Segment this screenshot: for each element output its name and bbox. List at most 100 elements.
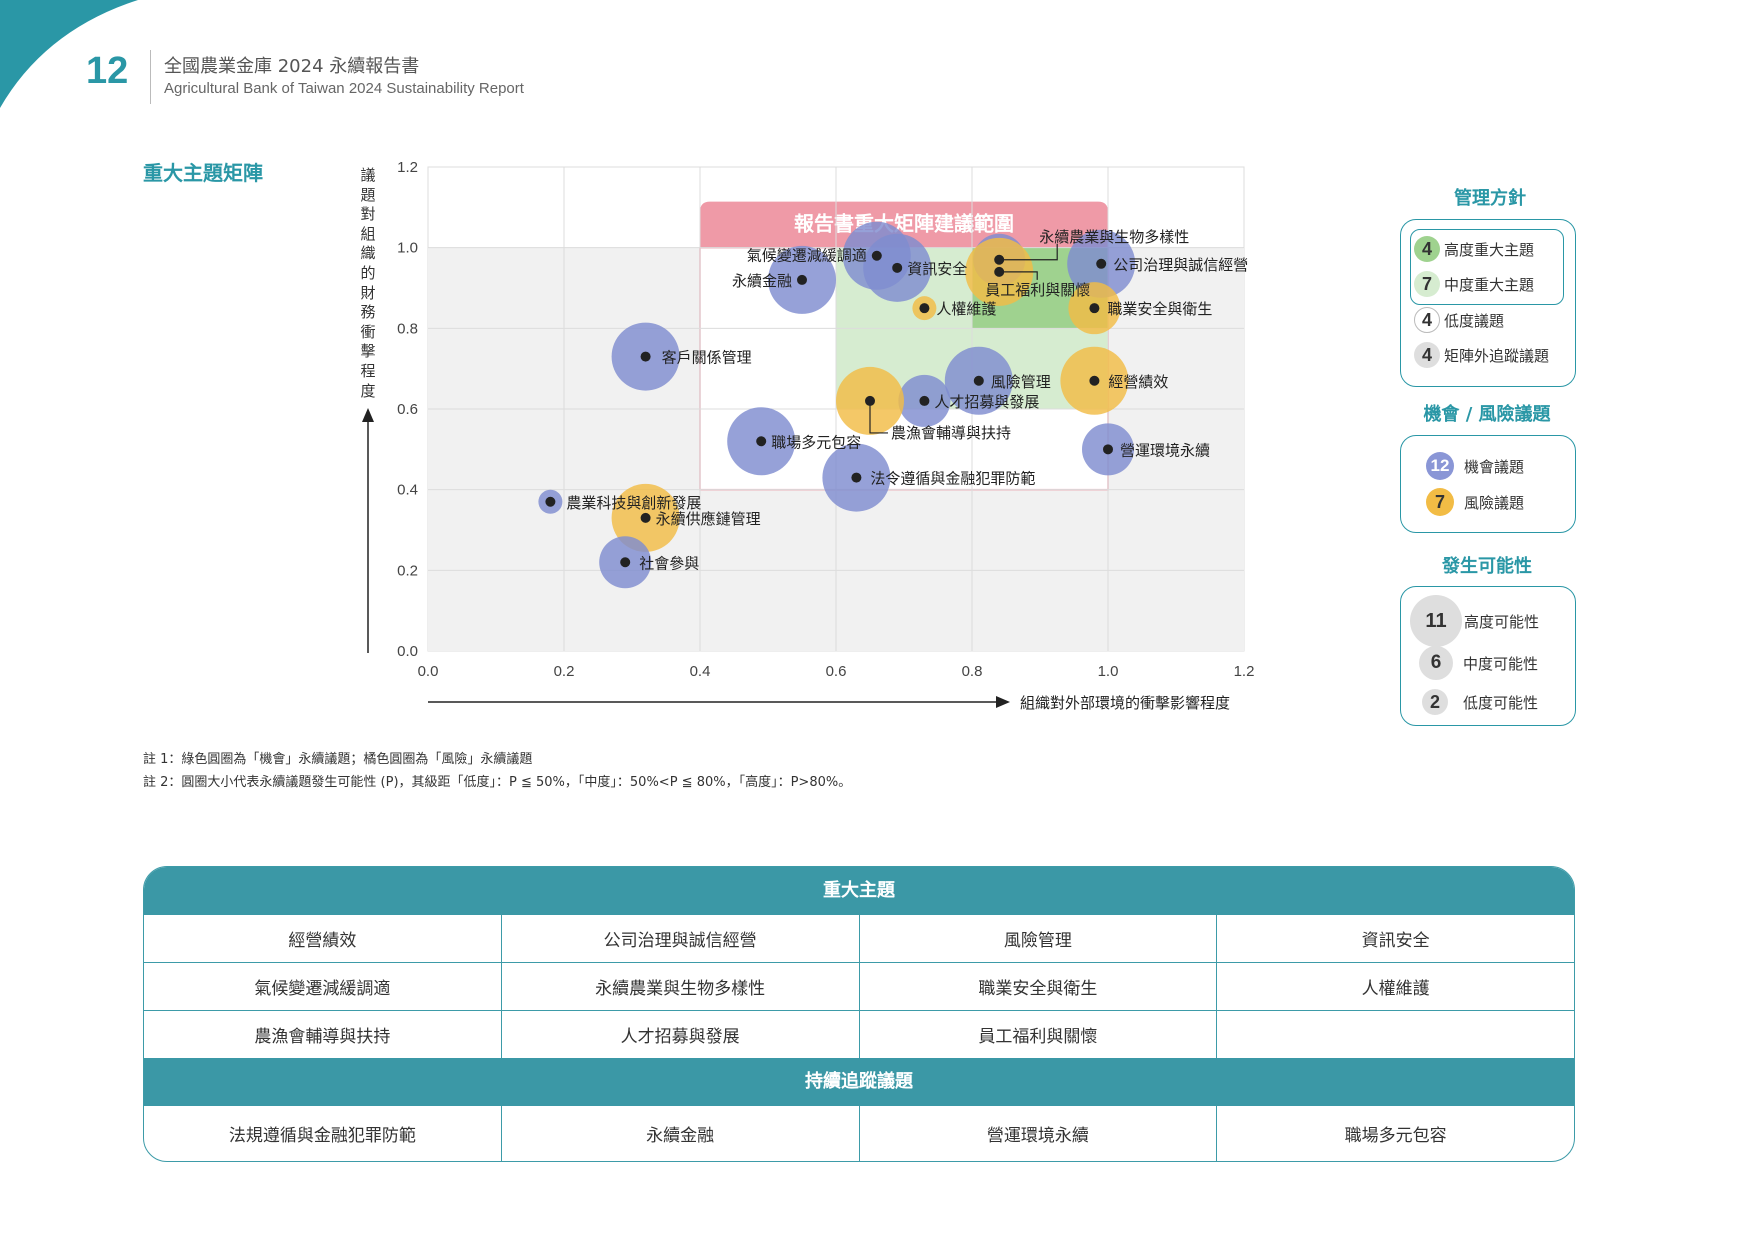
- table-row: 農漁會輔導與扶持 人才招募與發展 員工福利與關懷: [144, 1011, 1574, 1058]
- table-cell: 職業安全與衛生: [860, 963, 1218, 1010]
- table-cell: 農漁會輔導與扶持: [144, 1011, 502, 1058]
- y-tick-label: 1.0: [397, 240, 418, 257]
- y-tick-label: 0.8: [397, 320, 418, 337]
- table-cell: 人權維護: [1361, 979, 1430, 999]
- table-row: 法規遵循與金融犯罪防範 永續金融 營運環境永續 職場多元包容: [144, 1106, 1574, 1161]
- y-tick-label: 0.6: [397, 401, 418, 418]
- legend-item-label: 機會議題: [1464, 457, 1525, 476]
- table-cell: 營運環境永續: [860, 1106, 1218, 1161]
- table-row: 氣候變遷減緩調適 永續農業與生物多樣性 職業安全與衛生 人權維護: [144, 963, 1574, 1011]
- leader-line: [999, 271, 1038, 280]
- bubble-label: 社會參與: [639, 554, 699, 572]
- y-axis-arrowhead: [362, 408, 374, 422]
- material-topics-table: 重大主題 經營績效 公司治理與誠信經營 風險管理 資訊安全 氣候變遷減緩調適 永…: [143, 866, 1575, 1162]
- legend-likelihood-title: 發生可能性: [1442, 556, 1532, 577]
- note-1: 註 1：綠色圓圈為「機會」永續議題；橘色圓圈為「風險」永續議題: [143, 752, 533, 767]
- table-cell: 永續農業與生物多樣性: [502, 963, 860, 1010]
- recommended-range-label: 報告書重大矩陣建議範圍: [794, 212, 1014, 236]
- bubble-label: 營運環境永續: [1120, 441, 1210, 459]
- material-topics-header: 重大主題: [144, 867, 1574, 915]
- bubble-center-dot: [797, 274, 807, 285]
- legend-item-label: 高度重大主題: [1444, 240, 1535, 259]
- bubble-center-dot: [640, 512, 651, 523]
- table-cell: 資訊安全: [1361, 931, 1430, 951]
- bubble-center-dot: [973, 375, 984, 386]
- bubble-label: 永續農業與生物多樣性: [1039, 228, 1189, 246]
- table-cell: [1217, 1011, 1574, 1058]
- bubble-center-dot: [871, 250, 882, 261]
- bubble-center-dot: [892, 262, 903, 273]
- table-cell: 公司治理與誠信經營: [502, 915, 860, 962]
- count-badge: 4: [1414, 236, 1440, 262]
- report-title-zh: 全國農業金庫 2024 永續報告書: [164, 56, 420, 77]
- legend-item-high-material: 4 高度重大主題: [1414, 236, 1534, 262]
- legend-item-label: 中度可能性: [1463, 654, 1539, 673]
- bubble-label: 氣候變遷減緩調適: [747, 247, 867, 265]
- bubble-label: 人才招募與發展: [934, 393, 1039, 411]
- leader-line: [999, 243, 1058, 261]
- table-cell: 風險管理: [860, 915, 1218, 962]
- legend-item-low-likelihood: 2 低度可能性: [1422, 689, 1538, 715]
- bubble-label: 客戶關係管理: [662, 349, 752, 367]
- legend-opp-risk-title: 機會 / 風險議題: [1423, 404, 1551, 425]
- bubble-label: 農漁會輔導與扶持: [891, 424, 1011, 442]
- chart-notes: 註 1：綠色圓圈為「機會」永續議題；橘色圓圈為「風險」永續議題 註 2：圓圈大小…: [143, 748, 851, 794]
- bubble-label: 永續金融: [732, 272, 792, 290]
- count-badge: 2: [1422, 689, 1448, 715]
- bubble-label: 人權維護: [936, 300, 996, 318]
- y-tick-label: 0.0: [397, 643, 418, 660]
- legend-management-title: 管理方針: [1454, 188, 1526, 209]
- leader-line: [869, 400, 888, 434]
- table-cell: 人才招募與發展: [502, 1011, 860, 1058]
- y-tick-label: 1.2: [397, 159, 418, 176]
- legend-opp-risk-box: [1400, 435, 1576, 533]
- x-tick-label: 0.4: [690, 663, 711, 680]
- x-tick-label: 1.0: [1098, 663, 1119, 680]
- page-number: 12: [86, 50, 129, 92]
- bubble-label: 職業安全與衛生: [1107, 300, 1212, 318]
- legend-item-label: 高度可能性: [1464, 612, 1540, 631]
- legend-item-label: 低度可能性: [1463, 693, 1539, 712]
- count-badge: 4: [1414, 342, 1440, 368]
- x-tick-label: 0.2: [554, 663, 575, 680]
- legend-item-label: 風險議題: [1464, 493, 1525, 512]
- table-cell: 員工福利與關懷: [860, 1011, 1218, 1058]
- bubble-label: 經營績效: [1108, 373, 1168, 391]
- bubble-center-dot: [1103, 444, 1113, 455]
- x-axis-arrowhead: [996, 696, 1010, 708]
- x-axis-label: 組織對外部環境的衝擊影響程度: [1020, 694, 1230, 712]
- header-divider: [150, 50, 151, 104]
- legend-item-risk: 7 風險議題: [1426, 488, 1524, 516]
- bubble-label: 法令遵循與金融犯罪防範: [870, 470, 1035, 488]
- x-tick-label: 0.6: [826, 663, 847, 680]
- corner-decoration: [0, 0, 138, 108]
- bubble-center-dot: [919, 303, 930, 314]
- legend-item-high-likelihood: 11 高度可能性: [1410, 595, 1539, 647]
- y-tick-label: 0.2: [397, 562, 418, 579]
- materiality-matrix-chart: 報告書重大矩陣建議範圍 0.0 0.2 0.4 0.6 0.8 1.0 1.2 0.0 0.2 0…: [362, 159, 1255, 712]
- bubble-label: 職場多元包容: [771, 433, 861, 451]
- table-cell: 職場多元包容: [1344, 1126, 1447, 1146]
- table-row: 經營績效 公司治理與誠信經營 風險管理 資訊安全: [144, 915, 1574, 963]
- bubble-center-dot: [545, 496, 556, 507]
- bubble-center-dot: [1089, 375, 1100, 386]
- count-badge: 7: [1414, 271, 1440, 297]
- bubble-center-dot: [994, 266, 1005, 277]
- table-cell: 經營績效: [144, 915, 502, 962]
- y-axis-label: 議題對組織的財務衝擊程度: [360, 166, 376, 400]
- legend-item-low: 4 低度議題: [1414, 307, 1504, 333]
- count-badge: 7: [1426, 488, 1454, 516]
- x-tick-label: 1.2: [1234, 663, 1255, 680]
- note-2: 註 2：圓圈大小代表永續議題發生可能性 (P)，其級距「低度」：P ≦ 50%，…: [143, 775, 852, 790]
- legend-item-opportunity: 12 機會議題: [1426, 452, 1524, 480]
- x-tick-label: 0.0: [418, 663, 439, 680]
- legend-material-subbox: [1410, 229, 1564, 305]
- bubble-label: 風險管理: [991, 373, 1051, 391]
- bubble-center-dot: [994, 254, 1005, 265]
- bubble-center-dot: [1096, 258, 1107, 269]
- section-title: 重大主題矩陣: [143, 161, 263, 185]
- bubble-center-dot: [851, 472, 862, 483]
- bubble-label: 農業科技與創新發展: [566, 494, 701, 512]
- legend-item-label: 中度重大主題: [1444, 275, 1535, 294]
- legend-item-tracking: 4 矩陣外追蹤議題: [1414, 342, 1549, 368]
